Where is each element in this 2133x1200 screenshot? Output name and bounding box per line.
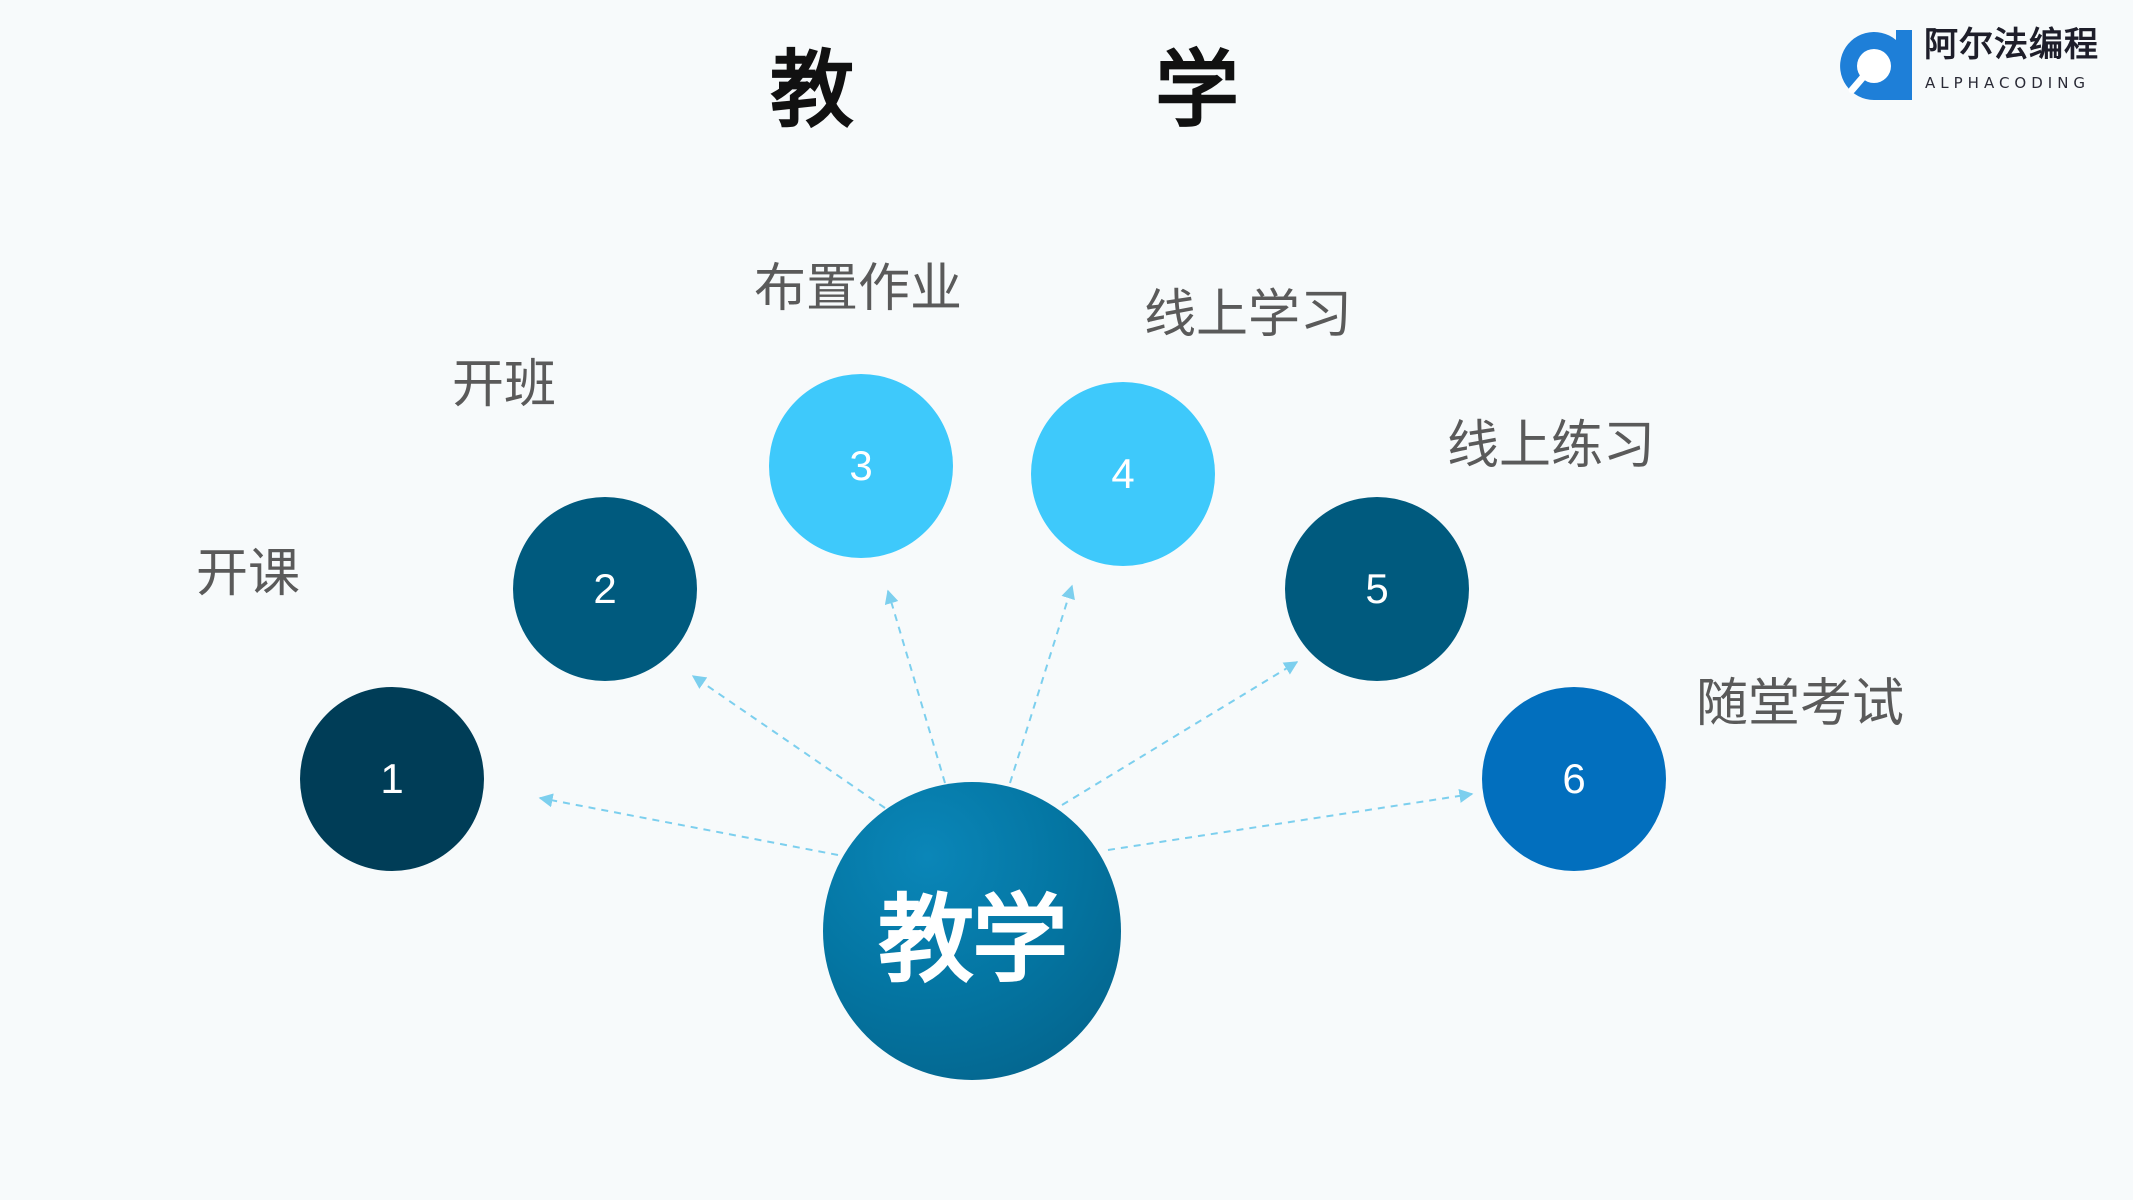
center-node: 教学 xyxy=(823,782,1121,1080)
step-label-3: 布置作业 xyxy=(754,259,963,319)
page-title-char-1: 教 xyxy=(770,40,855,139)
arrow-to-step-6 xyxy=(1107,788,1474,851)
arrow-to-step-5 xyxy=(1061,661,1299,806)
step-node-5: 5 xyxy=(1285,497,1469,681)
arrow-to-step-1 xyxy=(538,793,839,856)
arrow-to-step-4 xyxy=(1009,584,1075,784)
step-node-4: 4 xyxy=(1031,382,1215,566)
step-label-5: 线上练习 xyxy=(1447,416,1656,476)
alpha-logo-icon xyxy=(1840,30,1912,100)
step-node-1: 1 xyxy=(300,687,484,871)
step-label-6: 随堂考试 xyxy=(1696,674,1905,734)
step-node-6: 6 xyxy=(1482,687,1666,871)
page-title-char-2: 学 xyxy=(1155,40,1240,139)
step-node-2: 2 xyxy=(513,497,697,681)
step-label-2: 开班 xyxy=(452,355,557,415)
arrow-to-step-2 xyxy=(691,675,886,809)
brand-name-en: ALPHACODING xyxy=(1925,74,2091,92)
step-label-1: 开课 xyxy=(196,544,301,604)
arrow-to-step-3 xyxy=(884,589,946,784)
brand-logo: 阿尔法编程 ALPHACODING xyxy=(1834,24,2098,104)
step-label-4: 线上学习 xyxy=(1144,285,1353,345)
brand-name-cn: 阿尔法编程 xyxy=(1924,25,2099,65)
step-node-3: 3 xyxy=(769,374,953,558)
